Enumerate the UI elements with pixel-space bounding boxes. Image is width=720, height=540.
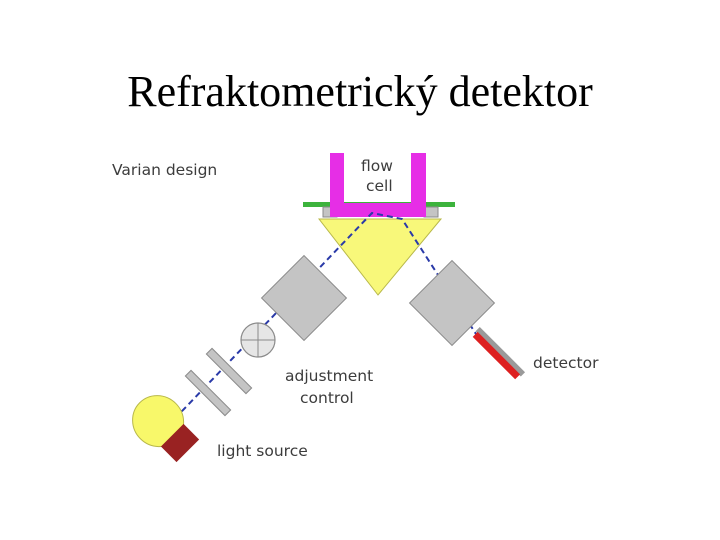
slide-title: Refraktometrický detektor xyxy=(127,67,593,116)
prism xyxy=(317,218,443,296)
flow-cell-label-line1: flow xyxy=(361,157,393,175)
plate-support-right xyxy=(423,206,439,218)
filter-plate-2 xyxy=(184,369,232,417)
flow-cell xyxy=(330,153,426,217)
flow-cell-label-line2: cell xyxy=(366,177,393,195)
filter-plate-1 xyxy=(205,347,253,395)
refractometric-detector-diagram: Varian design flow cell adjustment co xyxy=(92,123,632,493)
detector-label: detector xyxy=(533,354,599,372)
diagram-header: Varian design xyxy=(112,161,217,179)
optic-block-right xyxy=(408,259,496,347)
detector-element xyxy=(472,326,526,380)
adjustment-control-label-line2: control xyxy=(300,389,354,407)
optic-block-left xyxy=(260,254,348,342)
light-source-lamp xyxy=(132,395,200,463)
light-source-label: light source xyxy=(217,442,308,460)
adjustment-lens xyxy=(240,322,276,358)
adjustment-control-label-line1: adjustment xyxy=(285,367,373,385)
